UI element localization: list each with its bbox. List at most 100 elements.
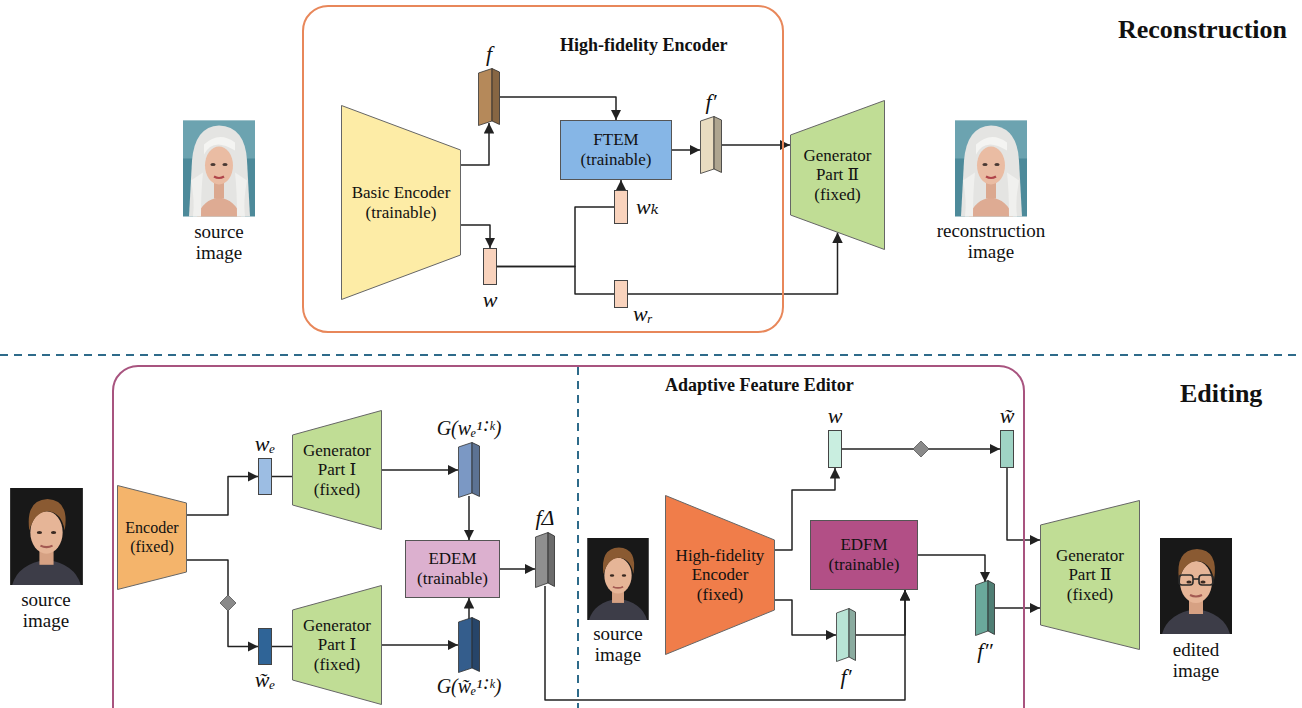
generator-block-outline [293,411,382,530]
node-label: wᵣ [633,301,653,326]
source-portrait [183,121,255,217]
feature-map: fΔ [535,532,555,588]
process-box-outline [406,541,500,598]
latent-vector: w̃ [1000,430,1014,468]
node-label: Basic Encoder (trainable) [352,183,451,222]
node-label: Encoder (fixed) [125,519,178,554]
connector-arrow [187,560,258,647]
connector-arrow [620,180,622,190]
generator-block: Generator Part Ⅰ (fixed) [292,585,382,705]
latent-vector-outline [1001,431,1014,468]
node-text-wrap: Generator Part Ⅰ (fixed) [299,441,375,500]
latent-vector: wᵣ [614,280,628,308]
slab-shade [849,609,856,661]
connector-arrow [628,233,838,295]
node-label: f [486,41,492,66]
latent-vector-outline [829,431,842,468]
node-label: High-fidelity Encoder [560,35,728,55]
process-box: EDFM (trainable) [810,520,918,590]
section-heading-text: Reconstruction [1118,15,1287,44]
node-text-wrap: Basic Encoder (trainable) [347,183,455,222]
source-portrait [10,488,83,585]
shape-outline [258,458,272,495]
connector-arrow [187,477,258,516]
feature-map: f″ [975,580,995,636]
connector-arrow [461,225,490,248]
generator-block: Generator Part Ⅱ (fixed) [1040,500,1140,650]
shape-outline [1000,430,1014,468]
latent-vector: w̃ₑ [258,628,272,665]
process-box-outline [811,521,918,590]
node-text-wrap: FTEM (trainable) [576,130,656,169]
edit-diamond [220,595,236,611]
slab-side [472,618,480,672]
image-caption: source image [1,590,91,632]
node-text-wrap: Generator Part Ⅱ (fixed) [1050,546,1130,605]
section-heading-text: Editing [1180,379,1262,408]
node-text-wrap: Generator Part Ⅰ (fixed) [299,616,375,675]
node-label: FTEM (trainable) [581,130,652,169]
connector-arrow [856,590,905,635]
node-label: f′ [841,664,852,689]
shape-outline [828,430,842,468]
image-caption: source image [573,624,663,666]
image-caption-text: source image [593,623,643,665]
latent-vector-outline [259,629,272,665]
connector-arrow [497,267,614,295]
latent-vector: wₖ [614,190,628,224]
generator-block-outline [791,101,885,250]
latent-vector: wₑ [258,458,272,495]
encoder-group: High-fidelity EncoderBasic Encoder (trai… [302,5,784,333]
node-label: Generator Part Ⅰ (fixed) [303,441,371,499]
shape-outline [483,248,497,285]
encoder-block: High-fidelity Encoder (fixed) [665,495,775,655]
label-wrap: w̃ [1000,404,1015,427]
edited-portrait [1160,538,1232,634]
label-wrap: wₖ [636,195,659,218]
connector-arrow [500,568,535,570]
slab-shade [548,533,555,587]
label-wrap: fΔ [535,506,554,529]
shape-outline [836,608,856,662]
node-label: Generator Part Ⅱ (fixed) [804,146,872,204]
latent-vector-outline [259,459,272,495]
encoder-block: Encoder (fixed) [117,485,187,590]
label-wrap: f′ [706,90,717,113]
label-wrap: G(wₑ¹˸ᵏ) [437,418,502,439]
node-label: High-fidelity Encoder (fixed) [676,546,765,604]
generator-block: Generator Part Ⅱ (fixed) [790,100,885,250]
slab-side [849,609,856,661]
latent-vector-outline [615,191,628,224]
node-label: f′ [706,89,717,114]
encoder-block-outline [666,496,775,655]
image-caption: edited image [1151,640,1241,682]
node-label: wₑ [255,431,275,456]
connector-arrow [382,469,458,471]
image-caption-text: source image [21,589,71,631]
node-text-wrap: High-fidelity Encoder (fixed) [672,546,768,605]
shape-outline [258,628,272,665]
latent-vector-outline [484,249,497,285]
label-wrap: w̃ₑ [255,668,275,691]
connector-arrow [497,207,614,267]
image-caption-text: edited image [1173,639,1219,681]
node-label: Generator Part Ⅱ (fixed) [1056,546,1124,604]
feature-map: f′ [836,608,856,662]
generator-block-outline [1041,501,1140,650]
slab-shade [472,443,480,497]
process-box-outline [561,121,672,180]
node-text-wrap: EDEM (trainable) [413,549,493,588]
image-caption: reconstruction image [926,221,1056,263]
slab-front [701,117,715,174]
connector-arrow [272,646,292,648]
node-label: EDFM (trainable) [829,535,900,574]
connector-arrow [672,149,700,151]
shape-outline [458,442,480,498]
shape-outline [975,580,995,636]
node-label: EDEM (trainable) [417,549,488,588]
slab-side [492,69,500,125]
shape-outline [700,116,722,174]
title-wrap: High-fidelity Encoder [560,35,728,56]
edit-diamond [913,441,929,457]
